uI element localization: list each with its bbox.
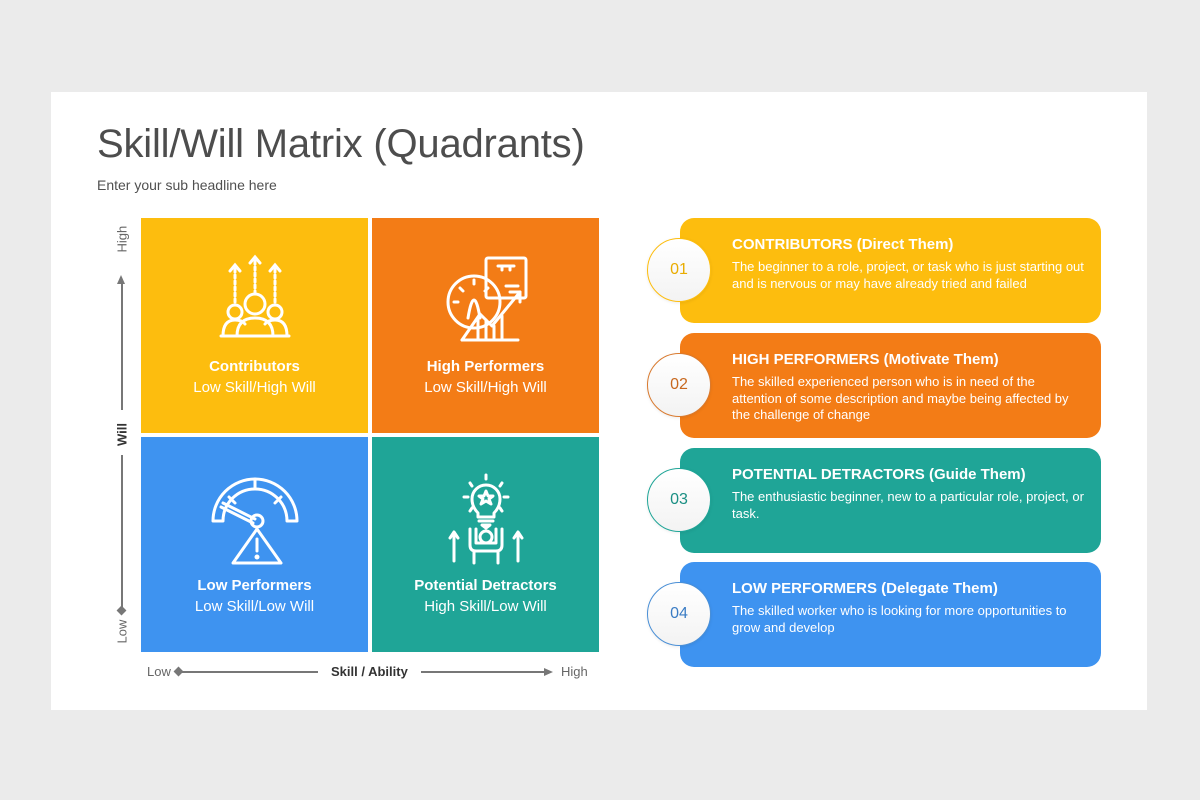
quadrant-name: Potential Detractors: [414, 577, 557, 594]
quadrant-sub: Low Skill/Low Will: [194, 598, 315, 615]
card-number-badge: 03: [647, 468, 711, 532]
skill-axis-line-left: [179, 671, 318, 673]
card-description: The skilled worker who is looking for mo…: [732, 603, 1067, 635]
team-growth-icon: [219, 254, 290, 338]
quadrant-name: Low Performers: [197, 577, 312, 594]
skill-axis-label: Skill / Ability: [331, 664, 408, 679]
card-low-performers[interactable]: LOW PERFORMERS (Delegate Them) The skill…: [680, 562, 1101, 667]
quadrant-name: High Performers: [426, 358, 545, 375]
card-number-badge: 04: [647, 582, 711, 646]
will-axis-arrow-icon: [117, 275, 125, 284]
gauge-warning-icon: [211, 477, 298, 565]
will-axis-low-label: Low: [114, 619, 130, 644]
skill-axis-arrow-icon: [544, 668, 553, 676]
will-axis-high-label: High: [114, 225, 130, 253]
card-description: The skilled experienced person who is in…: [732, 374, 1069, 422]
idea-person-icon: [448, 473, 523, 565]
card-high-performers[interactable]: HIGH PERFORMERS (Motivate Them) The skil…: [680, 333, 1101, 438]
quadrant-high-performers[interactable]: High Performers Low Skill/High Will: [372, 218, 599, 433]
quadrant-sub: Low Skill/High Will: [424, 379, 547, 396]
quadrant-contributors[interactable]: Contributors Low Skill/High Will: [141, 218, 368, 433]
slide: Skill/Will Matrix (Quadrants) Enter your…: [51, 92, 1147, 710]
card-contributors[interactable]: CONTRIBUTORS (Direct Them) The beginner …: [680, 218, 1101, 323]
card-title: CONTRIBUTORS (Direct Them): [732, 236, 954, 253]
card-description: The beginner to a role, project, or task…: [732, 259, 1084, 291]
performance-gauge-chart-icon: [446, 256, 527, 342]
will-axis-label: Will: [114, 423, 130, 446]
card-title: HIGH PERFORMERS (Motivate Them): [732, 351, 999, 368]
page-subtitle: Enter your sub headline here: [97, 177, 277, 193]
card-title: POTENTIAL DETRACTORS (Guide Them): [732, 466, 1026, 483]
card-title: LOW PERFORMERS (Delegate Them): [732, 580, 998, 597]
card-potential-detractors[interactable]: POTENTIAL DETRACTORS (Guide Them) The en…: [680, 448, 1101, 553]
skill-axis-low-label: Low: [147, 664, 171, 679]
card-description: The enthusiastic beginner, new to a part…: [732, 489, 1084, 521]
will-axis-line-upper: [121, 282, 123, 410]
quadrant-potential-detractors[interactable]: Potential Detractors High Skill/Low Will: [372, 437, 599, 652]
page-title: Skill/Will Matrix (Quadrants): [97, 122, 585, 166]
will-axis-diamond-icon: [116, 605, 127, 616]
card-number-badge: 01: [647, 238, 711, 302]
quadrant-sub: Low Skill/High Will: [193, 379, 316, 396]
skill-axis-line-right: [421, 671, 545, 673]
skill-axis-high-label: High: [561, 664, 588, 679]
quadrant-name: Contributors: [209, 358, 300, 375]
quadrant-low-performers[interactable]: Low Performers Low Skill/Low Will: [141, 437, 368, 652]
card-number-badge: 02: [647, 353, 711, 417]
quadrant-sub: High Skill/Low Will: [424, 598, 547, 615]
will-axis-line-lower: [121, 455, 123, 609]
